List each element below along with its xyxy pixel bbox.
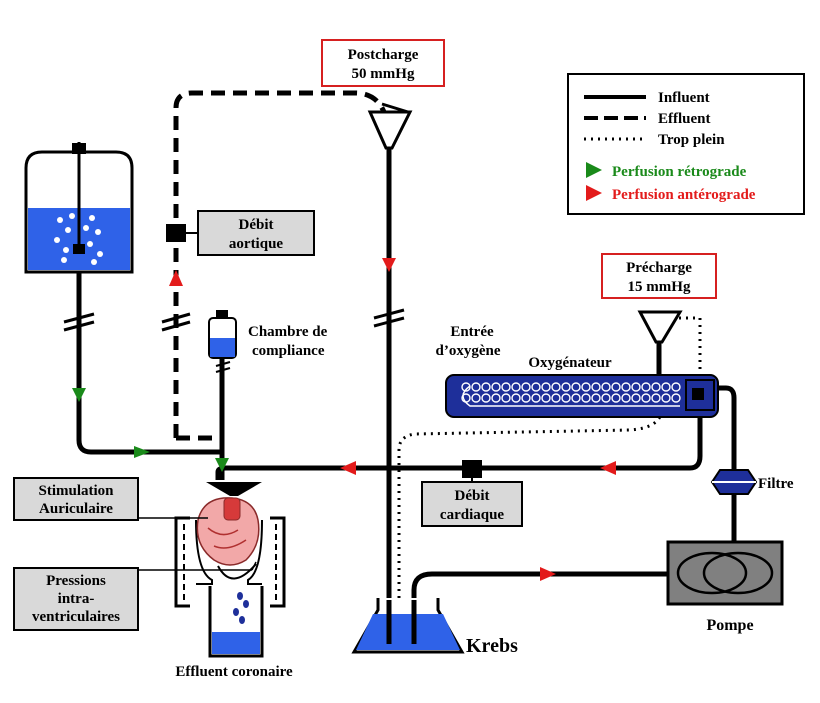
svg-text:50 mmHg: 50 mmHg — [352, 66, 415, 82]
debit-cardiaque-sensor — [462, 460, 482, 478]
precharge-label: Précharge 15 mmHg — [601, 253, 717, 299]
oxygenator — [445, 374, 719, 418]
pompe-label: Pompe — [706, 617, 753, 634]
svg-text:Stimulation: Stimulation — [38, 483, 114, 499]
svg-text:ventriculaires: ventriculaires — [32, 609, 120, 625]
postcharge-funnel — [367, 102, 413, 150]
legend: Influent Effluent Trop plein Perfusion r… — [567, 73, 805, 215]
filtre-label: Filtre — [758, 476, 794, 492]
filter — [710, 469, 758, 495]
krebs-label: Krebs — [466, 635, 518, 657]
debit-aortique-label: Débit aortique — [197, 210, 315, 256]
svg-text:intra-: intra- — [58, 591, 95, 607]
legend-retrograde: Perfusion rétrograde — [612, 164, 747, 180]
svg-text:Débit: Débit — [239, 217, 274, 233]
heart-apparatus — [174, 482, 286, 658]
legend-effluent: Effluent — [658, 111, 711, 127]
legend-anterograde: Perfusion antérograde — [612, 187, 756, 203]
debit-aortique-sensor — [166, 224, 186, 242]
pump — [666, 540, 784, 606]
effluent-lines — [173, 90, 387, 441]
green-flow-arrows — [72, 388, 229, 472]
entree-oxygene-label-2: d’oxygène — [436, 343, 501, 359]
svg-text:Auriculaire: Auriculaire — [39, 501, 113, 517]
chambre-label-2: compliance — [252, 343, 325, 359]
effluent-coronaire-label: Effluent coronaire — [175, 664, 293, 680]
svg-text:Débit: Débit — [455, 488, 490, 504]
postcharge-label: Postcharge 50 mmHg — [321, 39, 445, 87]
svg-text:Postcharge: Postcharge — [348, 47, 419, 63]
chambre-label: Chambre de — [248, 324, 328, 340]
oxygenateur-label: Oxygénateur — [528, 355, 612, 371]
red-flow-arrows — [169, 258, 616, 581]
svg-text:15 mmHg: 15 mmHg — [628, 279, 691, 295]
compliance-chamber — [208, 310, 237, 373]
debit-cardiaque-label: Débit cardiaque — [421, 481, 523, 527]
entree-oxygene-label: Entrée — [450, 324, 494, 340]
svg-text:cardiaque: cardiaque — [440, 507, 505, 523]
overflow-lines — [397, 316, 702, 640]
svg-text:Pressions: Pressions — [46, 573, 106, 589]
reservoir — [24, 142, 134, 274]
svg-text:aortique: aortique — [229, 236, 284, 252]
legend-influent: Influent — [658, 90, 710, 106]
svg-text:Précharge: Précharge — [626, 260, 692, 276]
pressions-label: Pressions intra- ventriculaires — [13, 561, 257, 631]
heart-icon — [196, 497, 260, 566]
krebs-beaker — [351, 598, 465, 654]
legend-trop-plein: Trop plein — [658, 132, 725, 148]
stimulation-label: Stimulation Auriculaire — [13, 477, 208, 521]
precharge-funnel — [637, 310, 683, 344]
